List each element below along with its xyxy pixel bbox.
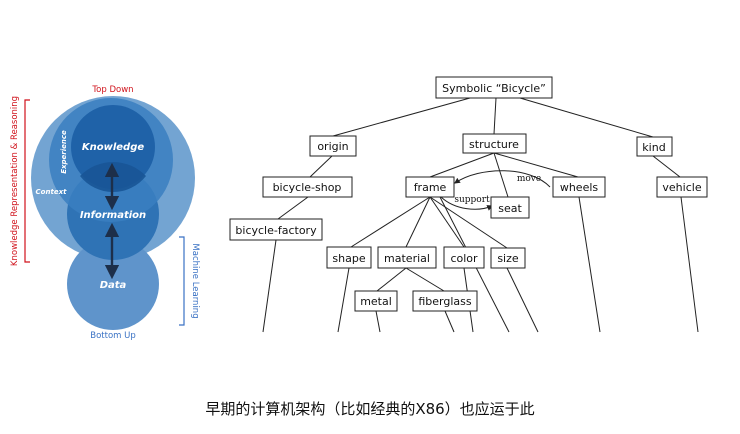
left-bracket: [24, 99, 30, 263]
venn-diagram: Top Down Knowledge Representation & Reas…: [10, 85, 200, 341]
kind-label: kind: [642, 141, 665, 154]
node-root: [435, 76, 553, 99]
origin-label: origin: [317, 140, 348, 153]
slide-caption: 早期的计算机架构（比如经典的X86）也应运于此: [205, 400, 535, 418]
node-vehicle: [656, 176, 708, 198]
structure-label: structure: [469, 138, 519, 151]
material-label: material: [384, 252, 430, 265]
node-wheels: [552, 176, 606, 198]
root-label: Symbolic “Bicycle”: [442, 82, 546, 95]
color-label: color: [450, 252, 478, 265]
move-arrow: [454, 170, 551, 188]
wheels-label: wheels: [560, 181, 599, 194]
bicycle-factory-label: bicycle-factory: [235, 224, 317, 237]
context-label: Context: [36, 188, 68, 196]
node-bicycle-factory: [229, 218, 323, 241]
bicycle-shop-label: bicycle-shop: [273, 181, 342, 194]
node-kind: [636, 136, 673, 157]
frame-label: frame: [414, 181, 447, 194]
node-fiberglass: [412, 290, 478, 312]
node-origin: [309, 135, 357, 157]
node-shape: [326, 246, 372, 269]
node-size: [490, 247, 526, 269]
move-relation-label: move: [517, 174, 541, 184]
bottom-up-label: Bottom Up: [90, 331, 136, 341]
shape-label: shape: [332, 252, 365, 265]
node-frame: [405, 176, 455, 198]
fiberglass-label: fiberglass: [418, 295, 472, 308]
support-arrow: [440, 196, 494, 211]
node-metal: [354, 290, 398, 312]
node-seat: [490, 196, 530, 219]
symbolic-tree: [262, 97, 699, 333]
data-circle: [67, 238, 159, 330]
size-label: size: [497, 252, 519, 265]
machine-learning-label: Machine Learning: [190, 243, 200, 318]
experience-label: Experience: [60, 130, 68, 174]
information-label: Information: [80, 210, 146, 221]
node-structure: [462, 133, 527, 154]
node-bicycle-shop: [262, 176, 353, 198]
metal-label: metal: [360, 295, 392, 308]
node-color: [443, 246, 485, 269]
tree-nodes: [229, 76, 708, 312]
kr-reasoning-label: Knowledge Representation & Reasoning: [10, 96, 20, 266]
vehicle-label: vehicle: [662, 181, 701, 194]
support-relation-label: support: [454, 195, 490, 205]
top-down-label: Top Down: [91, 85, 133, 95]
right-bracket: [179, 236, 185, 326]
node-material: [377, 246, 437, 269]
seat-label: seat: [498, 202, 522, 215]
knowledge-label: Knowledge: [82, 142, 145, 153]
data-label: Data: [100, 280, 127, 291]
